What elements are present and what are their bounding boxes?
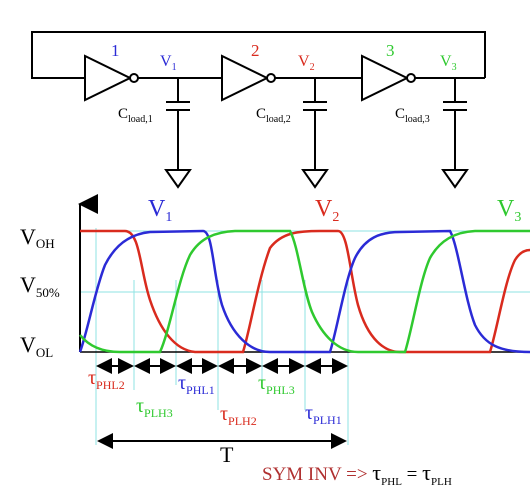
node-v1-label: V1 [160,53,177,73]
delay-tplh2: τPLH2 [220,403,257,428]
inverter-3-bubble [406,73,416,83]
inverter-1-body [84,54,133,102]
inverter-2-bubble [266,73,276,83]
symmetry-caption: SYM INV => τPHL = τPLH [262,460,452,488]
inverter-3-number: 3 [386,41,395,60]
delay-tplh1: τPLH1 [305,402,342,427]
inverter-3-body [361,54,410,102]
inverter-2-number: 2 [251,41,260,60]
trace-v3 [79,229,530,354]
delay-tplh3: τPLH3 [136,395,173,420]
cap-label-1: Cload,1 [118,106,153,125]
delay-tphl2: τPHL2 [88,367,125,392]
y-level-labels: VOH V50% VOL [20,224,60,360]
cap-ground-3 [441,78,469,189]
inverter-1-bubble [129,73,139,83]
delay-labels: τPHL2 τPLH3 τPHL1 τPLH2 τPHL3 τPLH1 [88,367,342,428]
cap-label-2: Cload,2 [256,106,291,125]
circuit-labels: 1 2 3 V1 V2 V3 Cload,1 Cload,2 Cload,3 [111,41,457,125]
inverter-1-number: 1 [111,41,120,60]
inverter-2-body [221,54,270,102]
trace-v1 [78,229,530,354]
trace-v2 [80,229,530,354]
trace-labels: V1 V2 V3 [148,196,521,225]
trace-label-v2: V2 [315,196,339,225]
node-v3-label: V3 [440,53,457,73]
trace-label-v3: V3 [497,196,521,225]
label-v50: V50% [20,272,60,300]
cap-label-3: Cload,3 [395,106,430,125]
waveform-plot: VOH V50% VOL V1 V2 V3 τPHL2 τPLH3 τPHL1 … [20,194,530,467]
label-voh: VOH [20,224,55,251]
cap-ground-1 [164,78,192,189]
ring-circuit [31,31,486,189]
delay-tphl3: τPHL3 [258,372,295,397]
node-v2-label: V2 [298,53,315,73]
trace-label-v1: V1 [148,196,172,225]
delay-tphl1: τPHL1 [178,372,215,397]
label-vol: VOL [20,332,53,360]
cap-ground-2 [301,78,329,189]
feedback-wire [31,31,486,79]
period-label: T [220,442,234,467]
